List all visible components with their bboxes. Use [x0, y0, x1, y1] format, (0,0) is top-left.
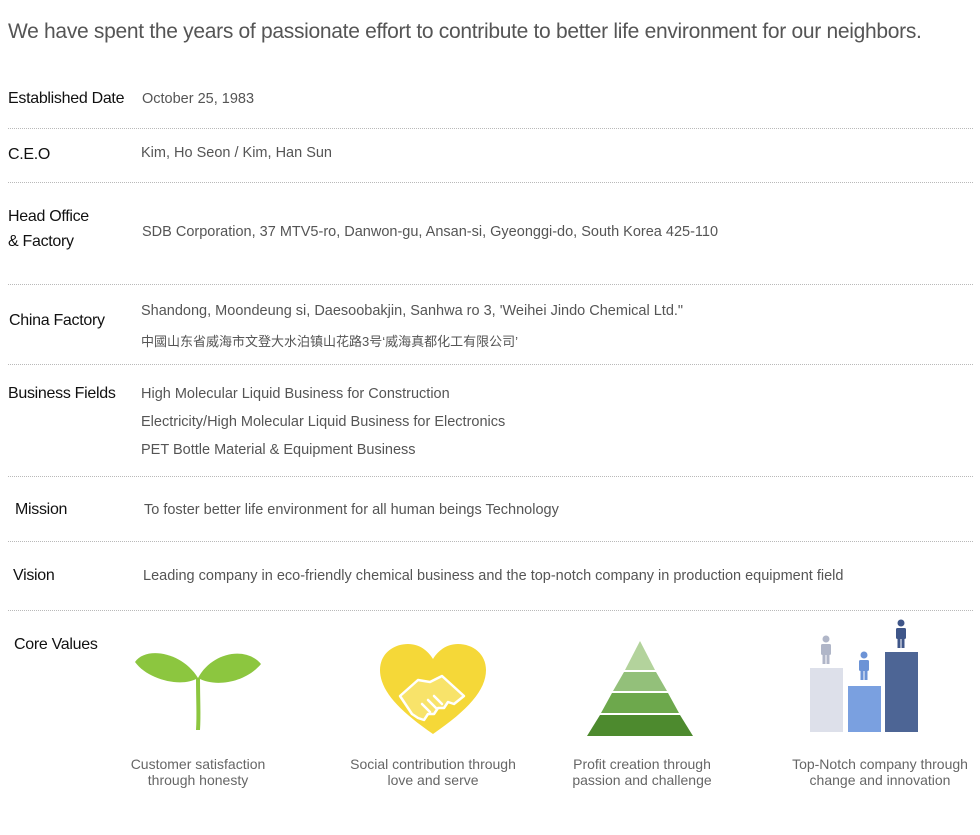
- core-value-caption: Profit creation through passion and chal…: [562, 756, 722, 788]
- business-field-item: Electricity/High Molecular Liquid Busine…: [141, 414, 506, 430]
- core-value-caption: Customer satisfaction through honesty: [118, 756, 278, 788]
- caption-line: change and innovation: [809, 772, 951, 788]
- china-factory-label: China Factory: [9, 312, 105, 329]
- divider: [8, 476, 973, 477]
- ceo-value: Kim, Ho Seon / Kim, Han Sun: [141, 145, 332, 161]
- head-office-label: Head Office & Factory: [8, 204, 89, 254]
- core-values-label: Core Values: [14, 636, 98, 653]
- divider: [8, 128, 973, 129]
- pyramid-level-1: [587, 715, 693, 736]
- caption-line: passion and challenge: [572, 772, 712, 788]
- pyramid-icon: [587, 641, 693, 736]
- china-factory-value-line2: 中國山东省威海市文登大水泊镇山花路3号‘威海真都化工有限公司’: [141, 334, 519, 349]
- divider: [8, 364, 973, 365]
- business-field-item: High Molecular Liquid Business for Const…: [141, 386, 450, 402]
- business-fields-list: High Molecular Liquid Business for Const…: [141, 384, 505, 468]
- sprout-left-leaf: [135, 653, 198, 683]
- established-date-label: Established Date: [8, 90, 125, 107]
- heart-handshake-icon: [380, 644, 486, 734]
- page-headline: We have spent the years of passionate ef…: [8, 20, 922, 43]
- caption-line: Social contribution through: [350, 756, 516, 772]
- podium-bar-mid: [848, 686, 881, 732]
- business-field-item: PET Bottle Material & Equipment Business: [141, 442, 416, 458]
- person-icon: [859, 651, 869, 680]
- established-date-value: October 25, 1983: [142, 91, 255, 107]
- pyramid-level-4: [625, 641, 655, 670]
- sprout-stem: [196, 678, 201, 730]
- business-fields-label: Business Fields: [8, 385, 116, 402]
- handshake-shape: [398, 674, 466, 722]
- divider: [8, 610, 973, 611]
- person-icon: [821, 635, 831, 664]
- vision-label: Vision: [13, 567, 55, 584]
- head-office-label-line2: & Factory: [8, 233, 74, 250]
- pyramid-level-3: [613, 672, 667, 691]
- caption-line: Top-Notch company through: [792, 756, 968, 772]
- caption-line: love and serve: [387, 772, 479, 788]
- podium-bar-dark: [885, 652, 918, 732]
- divider: [8, 541, 973, 542]
- sprout-icon: [135, 653, 261, 730]
- caption-line: Customer satisfaction: [130, 756, 266, 772]
- head-office-label-line1: Head Office: [8, 208, 89, 225]
- divider: [8, 182, 973, 183]
- mission-label: Mission: [15, 501, 68, 518]
- divider: [8, 284, 973, 285]
- ceo-label: C.E.O: [8, 146, 51, 163]
- person-icon: [896, 619, 906, 648]
- china-factory-value-line1: Shandong, Moondeung si, Daesoobakjin, Sa…: [141, 303, 684, 319]
- caption-line: through honesty: [147, 772, 249, 788]
- core-value-caption: Top-Notch company through change and inn…: [785, 756, 975, 788]
- sprout-right-leaf: [198, 653, 261, 683]
- caption-line: Profit creation through: [573, 756, 711, 772]
- vision-value: Leading company in eco-friendly chemical…: [143, 568, 844, 584]
- head-office-value: SDB Corporation, 37 MTV5-ro, Danwon-gu, …: [142, 224, 719, 240]
- mission-value: To foster better life environment for al…: [144, 502, 559, 518]
- podium-bar-light: [810, 668, 843, 732]
- podium-people-icon: [810, 619, 918, 732]
- pyramid-level-2: [601, 693, 679, 713]
- core-value-caption: Social contribution through love and ser…: [343, 756, 523, 788]
